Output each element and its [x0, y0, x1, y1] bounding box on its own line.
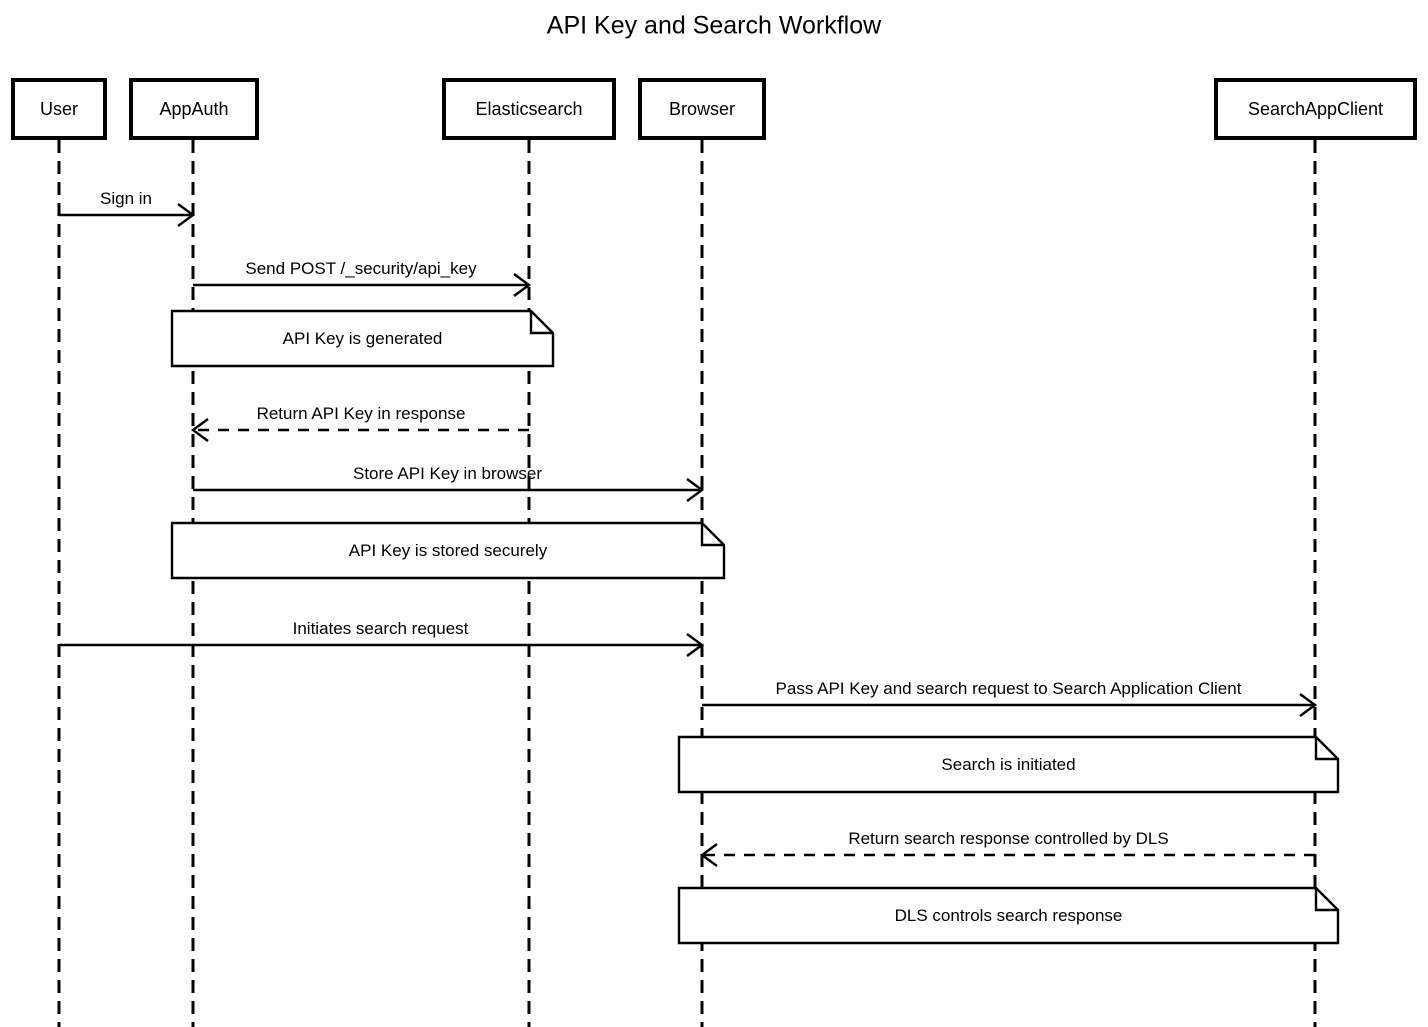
note-label-n2: API Key is stored securely: [349, 541, 548, 560]
message-m5[interactable]: Initiates search request: [59, 619, 705, 657]
message-m3[interactable]: Return API Key in response: [190, 404, 529, 442]
arrow-head-m3: [190, 418, 209, 442]
note-shape-n3[interactable]: [677, 735, 1340, 794]
note-n3[interactable]: Search is initiated: [677, 735, 1340, 794]
arrow-head-m6: [1299, 693, 1318, 717]
note-fold-icon-n4: [1314, 888, 1338, 912]
message-m7[interactable]: Return search response controlled by DLS: [699, 829, 1315, 867]
arrow-head-m1: [177, 203, 196, 227]
participants-group: User AppAuth Elasticsearch Browser SearchApp…: [11, 78, 1417, 140]
participant-box-appauth[interactable]: [129, 78, 259, 140]
note-label-n1: API Key is generated: [283, 329, 443, 348]
participant-appauth[interactable]: AppAuth: [129, 78, 259, 140]
message-label-m4: Store API Key in browser: [353, 464, 542, 483]
note-shape-n2[interactable]: [170, 521, 726, 580]
participant-user[interactable]: User: [11, 78, 107, 140]
page-title: API Key and Search Workflow: [547, 12, 882, 40]
note-fold-icon-n3: [1314, 737, 1338, 761]
participant-box-user[interactable]: [11, 78, 107, 140]
lifelines-group: [57, 140, 1317, 1027]
note-n2[interactable]: API Key is stored securely: [170, 521, 726, 580]
note-shape-n1[interactable]: [170, 309, 555, 368]
message-m6[interactable]: Pass API Key and search request to Searc…: [702, 679, 1318, 717]
note-shape-n4[interactable]: [677, 886, 1340, 945]
arrow-head-m4: [686, 478, 705, 502]
note-label-n3: Search is initiated: [941, 755, 1075, 774]
message-m4[interactable]: Store API Key in browser: [193, 464, 705, 502]
participant-browser[interactable]: Browser: [638, 78, 766, 140]
participant-es[interactable]: Elasticsearch: [442, 78, 616, 140]
message-m2[interactable]: Send POST /_security/api_key: [193, 259, 532, 297]
message-label-m1: Sign in: [100, 189, 152, 208]
note-fold-icon-n2: [700, 523, 724, 547]
note-n4[interactable]: DLS controls search response: [677, 886, 1340, 945]
participant-sac[interactable]: SearchAppClient: [1214, 78, 1417, 140]
message-label-m7: Return search response controlled by DLS: [848, 829, 1168, 848]
arrow-head-m5: [686, 633, 705, 657]
note-n1[interactable]: API Key is generated: [170, 309, 555, 368]
messages-group: Sign in Send POST /_security/api_keyRetur…: [59, 189, 1318, 867]
participant-label-browser: Browser: [669, 99, 735, 119]
message-label-m2: Send POST /_security/api_key: [245, 259, 477, 278]
participant-label-es: Elasticsearch: [475, 99, 582, 119]
participant-box-browser[interactable]: [638, 78, 766, 140]
participant-label-appauth: AppAuth: [159, 99, 228, 119]
message-label-m6: Pass API Key and search request to Searc…: [776, 679, 1242, 698]
participant-label-user: User: [40, 99, 78, 119]
message-label-m5: Initiates search request: [293, 619, 469, 638]
participant-label-sac: SearchAppClient: [1248, 99, 1383, 119]
message-m1[interactable]: Sign in: [59, 189, 196, 227]
message-label-m3: Return API Key in response: [257, 404, 466, 423]
arrow-head-m7: [699, 843, 718, 867]
participant-box-es[interactable]: [442, 78, 616, 140]
note-label-n4: DLS controls search response: [895, 906, 1123, 925]
participant-box-sac[interactable]: [1214, 78, 1417, 140]
note-fold-icon-n1: [529, 311, 553, 335]
arrow-head-m2: [513, 273, 532, 297]
